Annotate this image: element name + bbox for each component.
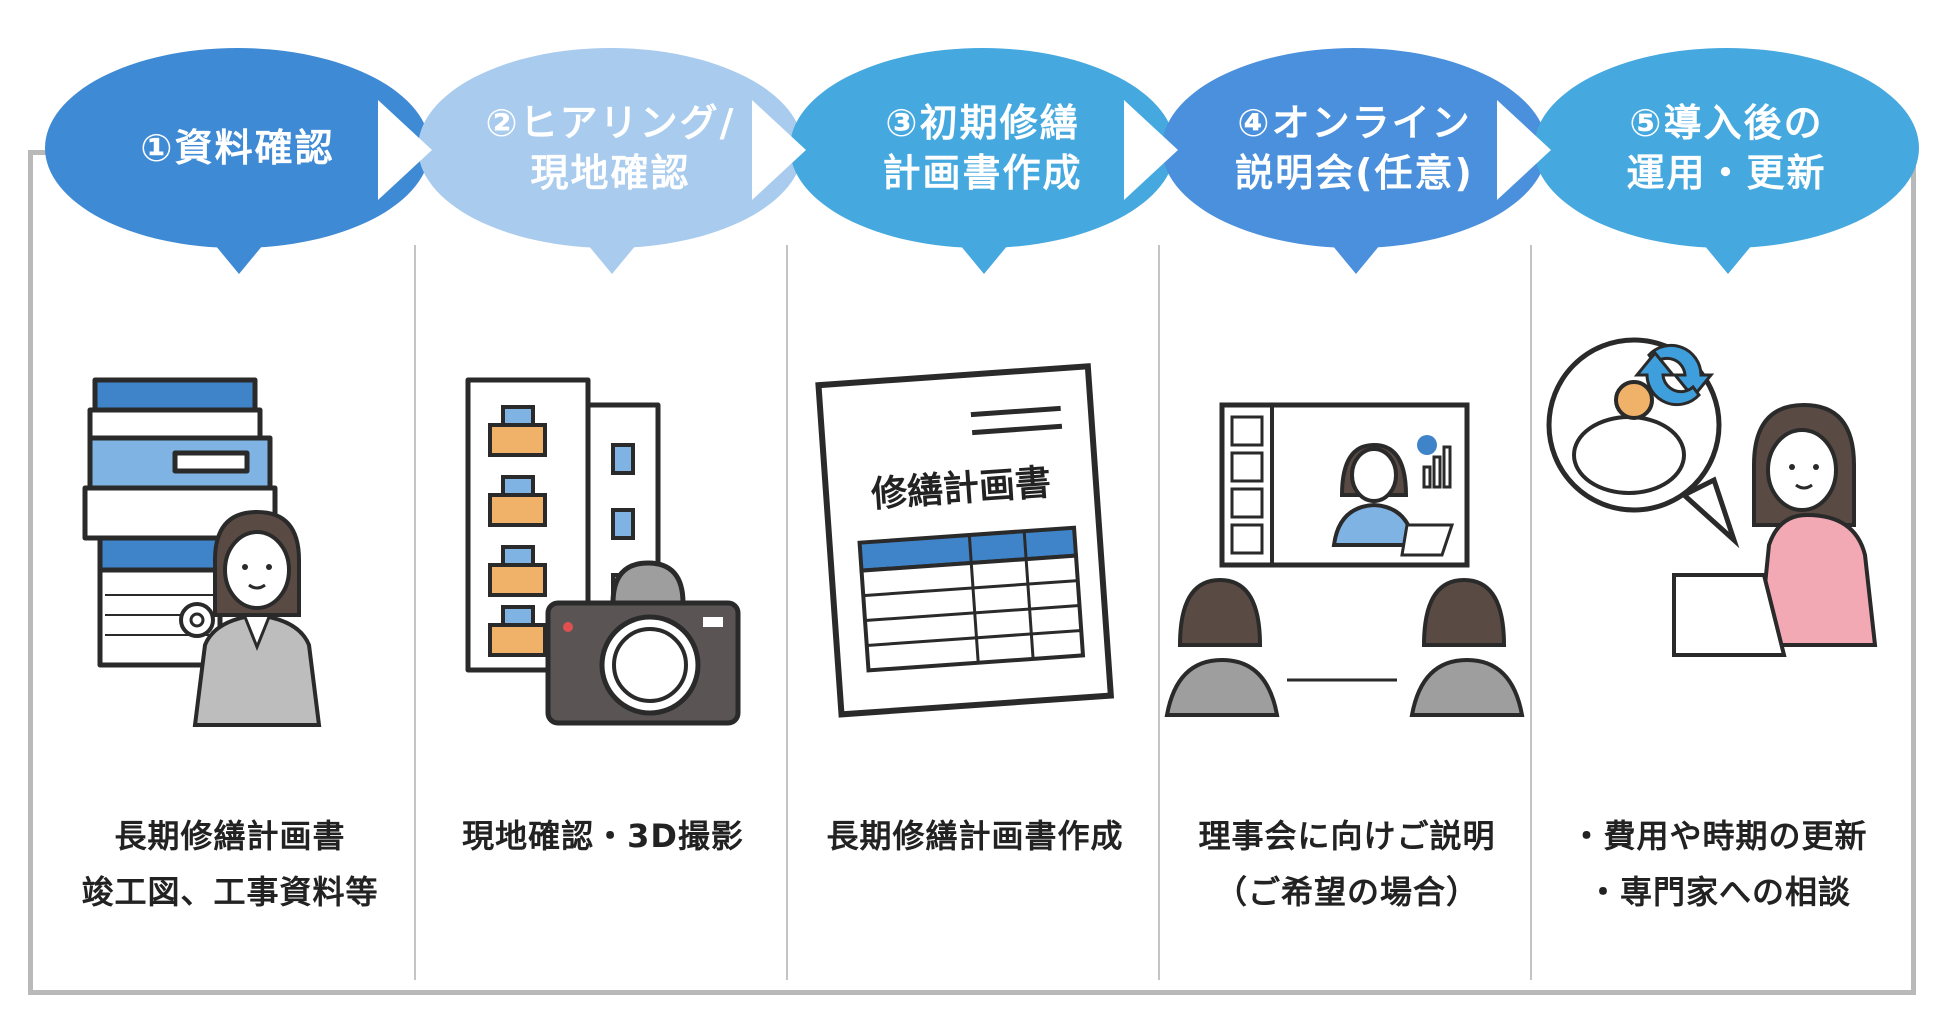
step-4-title-line-2: 説明会(任意) xyxy=(1235,151,1474,195)
step-2-title-line-2: 現地確認 xyxy=(530,151,691,195)
step-5-description-line-1: ・費用や時期の更新 xyxy=(1570,817,1868,855)
outer-frame xyxy=(28,150,1916,995)
chevron-right-icon xyxy=(1497,100,1551,200)
step-1-title-line-1: ①資料確認 xyxy=(140,126,335,170)
step-4-description: 理事会に向けご説明 （ご希望の場合） xyxy=(1162,808,1532,920)
step-1-ellipse xyxy=(45,48,430,248)
step-4-description-line-2: （ご希望の場合） xyxy=(1214,873,1479,911)
chevron-right-icon xyxy=(1124,100,1178,200)
step-2-description-line-1: 現地確認・3D撮影 xyxy=(462,817,744,855)
step-3-bubble: ③初期修繕 計画書作成 xyxy=(790,48,1175,274)
step-3-tail xyxy=(946,228,1022,274)
step-3-ellipse xyxy=(790,48,1175,248)
chevron-right-icon xyxy=(752,100,806,200)
step-1-title: ①資料確認 xyxy=(45,48,430,248)
step-2-title-line-1: ②ヒアリング/ xyxy=(485,101,736,145)
step-2-title: ②ヒアリング/ 現地確認 xyxy=(418,48,803,248)
step-3-description: 長期修繕計画書作成 xyxy=(790,808,1160,864)
step-3-title-line-2: 計画書作成 xyxy=(882,151,1083,195)
step-2-ellipse xyxy=(418,48,803,248)
building-and-camera-icon xyxy=(418,345,778,726)
online-meeting-icon xyxy=(1162,345,1525,725)
column-divider xyxy=(1158,245,1160,980)
step-2-tail xyxy=(574,228,650,274)
step-5-tail xyxy=(1690,228,1766,274)
step-3-description-line-1: 長期修繕計画書作成 xyxy=(826,817,1124,855)
repair-plan-document-icon: 修繕計画書 xyxy=(790,345,1150,725)
step-1-bubble: ①資料確認 xyxy=(45,48,430,274)
step-2-bubble: ②ヒアリング/ 現地確認 xyxy=(418,48,803,274)
step-2-description: 現地確認・3D撮影 xyxy=(418,808,788,864)
step-1-description-line-1: 長期修繕計画書 xyxy=(114,817,346,855)
step-1-description: 長期修繕計画書 竣工図、工事資料等 xyxy=(45,808,415,920)
document-stack-and-woman-ok-icon xyxy=(45,345,405,727)
step-5-title-line-2: 運用・更新 xyxy=(1626,151,1827,195)
step-4-tail xyxy=(1318,228,1394,274)
step-5-title: ⑤導入後の 運用・更新 xyxy=(1534,48,1919,248)
step-5-title-line-1: ⑤導入後の xyxy=(1629,101,1824,145)
step-3-title-line-1: ③初期修繕 xyxy=(885,101,1080,145)
step-4-bubble: ④オンライン 説明会(任意) xyxy=(1162,48,1547,274)
column-divider xyxy=(786,245,788,980)
step-1-description-line-2: 竣工図、工事資料等 xyxy=(81,873,379,911)
step-4-title-line-1: ④オンライン xyxy=(1237,101,1472,145)
piggy-bank-refresh-woman-laptop-icon xyxy=(1534,337,1894,725)
frame-top-segment xyxy=(28,150,50,155)
step-5-description-line-2: ・専門家への相談 xyxy=(1586,873,1851,911)
column-divider xyxy=(414,245,416,980)
column-divider xyxy=(1530,245,1532,980)
step-1-tail xyxy=(201,228,277,274)
step-4-title: ④オンライン 説明会(任意) xyxy=(1162,48,1547,248)
step-4-description-line-1: 理事会に向けご説明 xyxy=(1198,817,1496,855)
step-4-ellipse xyxy=(1162,48,1547,248)
step-5-ellipse xyxy=(1534,48,1919,248)
step-5-description: ・費用や時期の更新 ・専門家への相談 xyxy=(1534,808,1904,920)
chevron-right-icon xyxy=(378,100,432,200)
step-5-bubble: ⑤導入後の 運用・更新 xyxy=(1534,48,1919,274)
step-3-title: ③初期修繕 計画書作成 xyxy=(790,48,1175,248)
